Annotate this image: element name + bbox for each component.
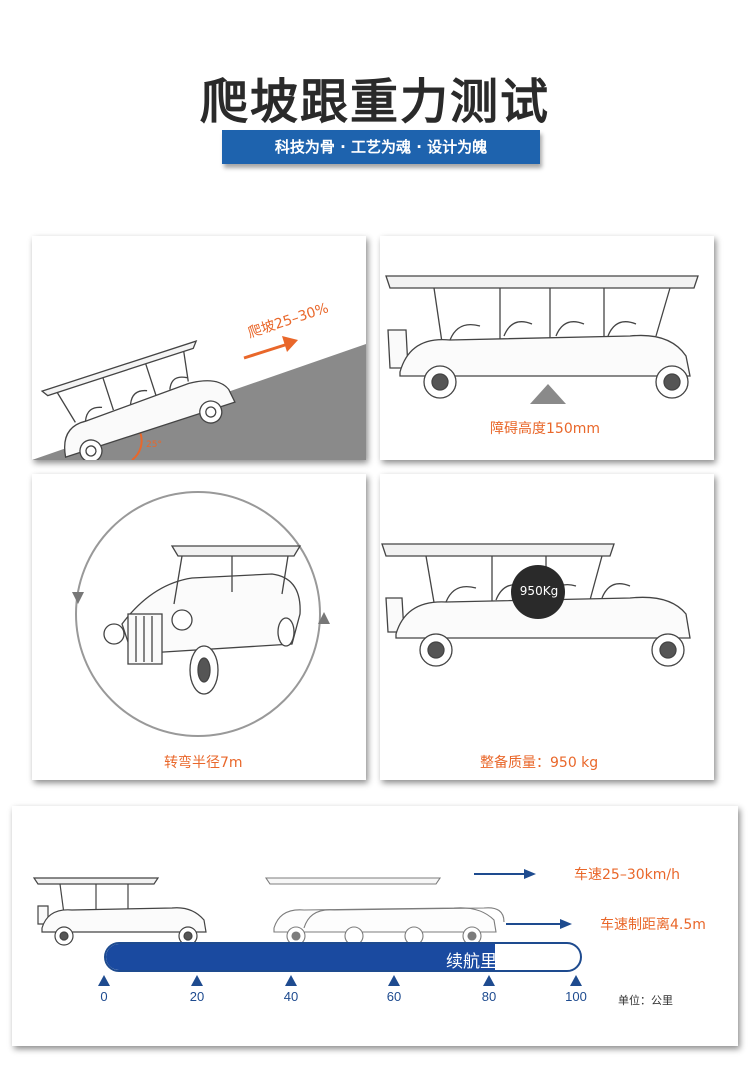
obstacle-caption: 障碍高度150mm xyxy=(490,421,600,437)
range-bar-fill xyxy=(106,944,495,970)
weight-panel: 950Kg 整备质量：950 kg xyxy=(380,474,714,780)
range-tick: 100 xyxy=(556,975,596,1004)
range-panel: 车速25–30km/h 车速制距离4.5m xyxy=(12,806,738,1046)
obstacle-panel: 障碍高度150mm xyxy=(380,236,714,460)
weight-ball xyxy=(511,565,565,619)
golf-cart-front-icon xyxy=(103,545,302,695)
range-unit: 单位：公里 xyxy=(618,994,673,1007)
climb-panel: 爬坡25–30% 25° xyxy=(32,236,366,460)
arrow-up-icon xyxy=(318,612,330,624)
range-tick: 40 xyxy=(271,975,311,1004)
golf-cart-side-icon xyxy=(385,275,699,399)
turning-panel: 转弯半径7m xyxy=(32,474,366,780)
obstacle-triangle xyxy=(530,384,566,404)
weight-illustration xyxy=(381,543,691,667)
range-tick: 0 xyxy=(84,975,124,1004)
turning-illustration xyxy=(72,491,330,737)
weight-caption: 整备质量：950 kg xyxy=(480,755,599,771)
arrow-down-icon xyxy=(72,592,84,604)
range-bar: 续航里程 xyxy=(104,942,582,972)
range-illustration xyxy=(32,869,572,946)
range-tick: 60 xyxy=(374,975,414,1004)
obstacle-illustration xyxy=(385,275,699,404)
golf-cart-side-icon xyxy=(40,340,236,460)
page-title: 爬坡跟重力测试 xyxy=(199,74,550,130)
golf-cart-motion-icon xyxy=(264,877,505,946)
climb-illustration xyxy=(32,336,366,460)
angle-caption: 25° xyxy=(146,440,162,450)
arrow-icon xyxy=(243,336,298,360)
range-tick: 20 xyxy=(177,975,217,1004)
braking-arrow-icon xyxy=(506,919,572,929)
range-bar-label: 续航里程 xyxy=(446,952,514,972)
braking-caption: 车速制距离4.5m xyxy=(600,917,706,933)
range-tick: 80 xyxy=(469,975,509,1004)
slogan-banner: 科技为骨 · 工艺为魂 · 设计为魄 xyxy=(222,130,540,164)
weight-badge: 950Kg xyxy=(519,584,559,598)
speed-arrow-icon xyxy=(474,869,536,879)
turning-caption: 转弯半径7m xyxy=(164,755,243,771)
speed-caption: 车速25–30km/h xyxy=(574,867,680,883)
golf-cart-side-icon xyxy=(32,877,207,946)
